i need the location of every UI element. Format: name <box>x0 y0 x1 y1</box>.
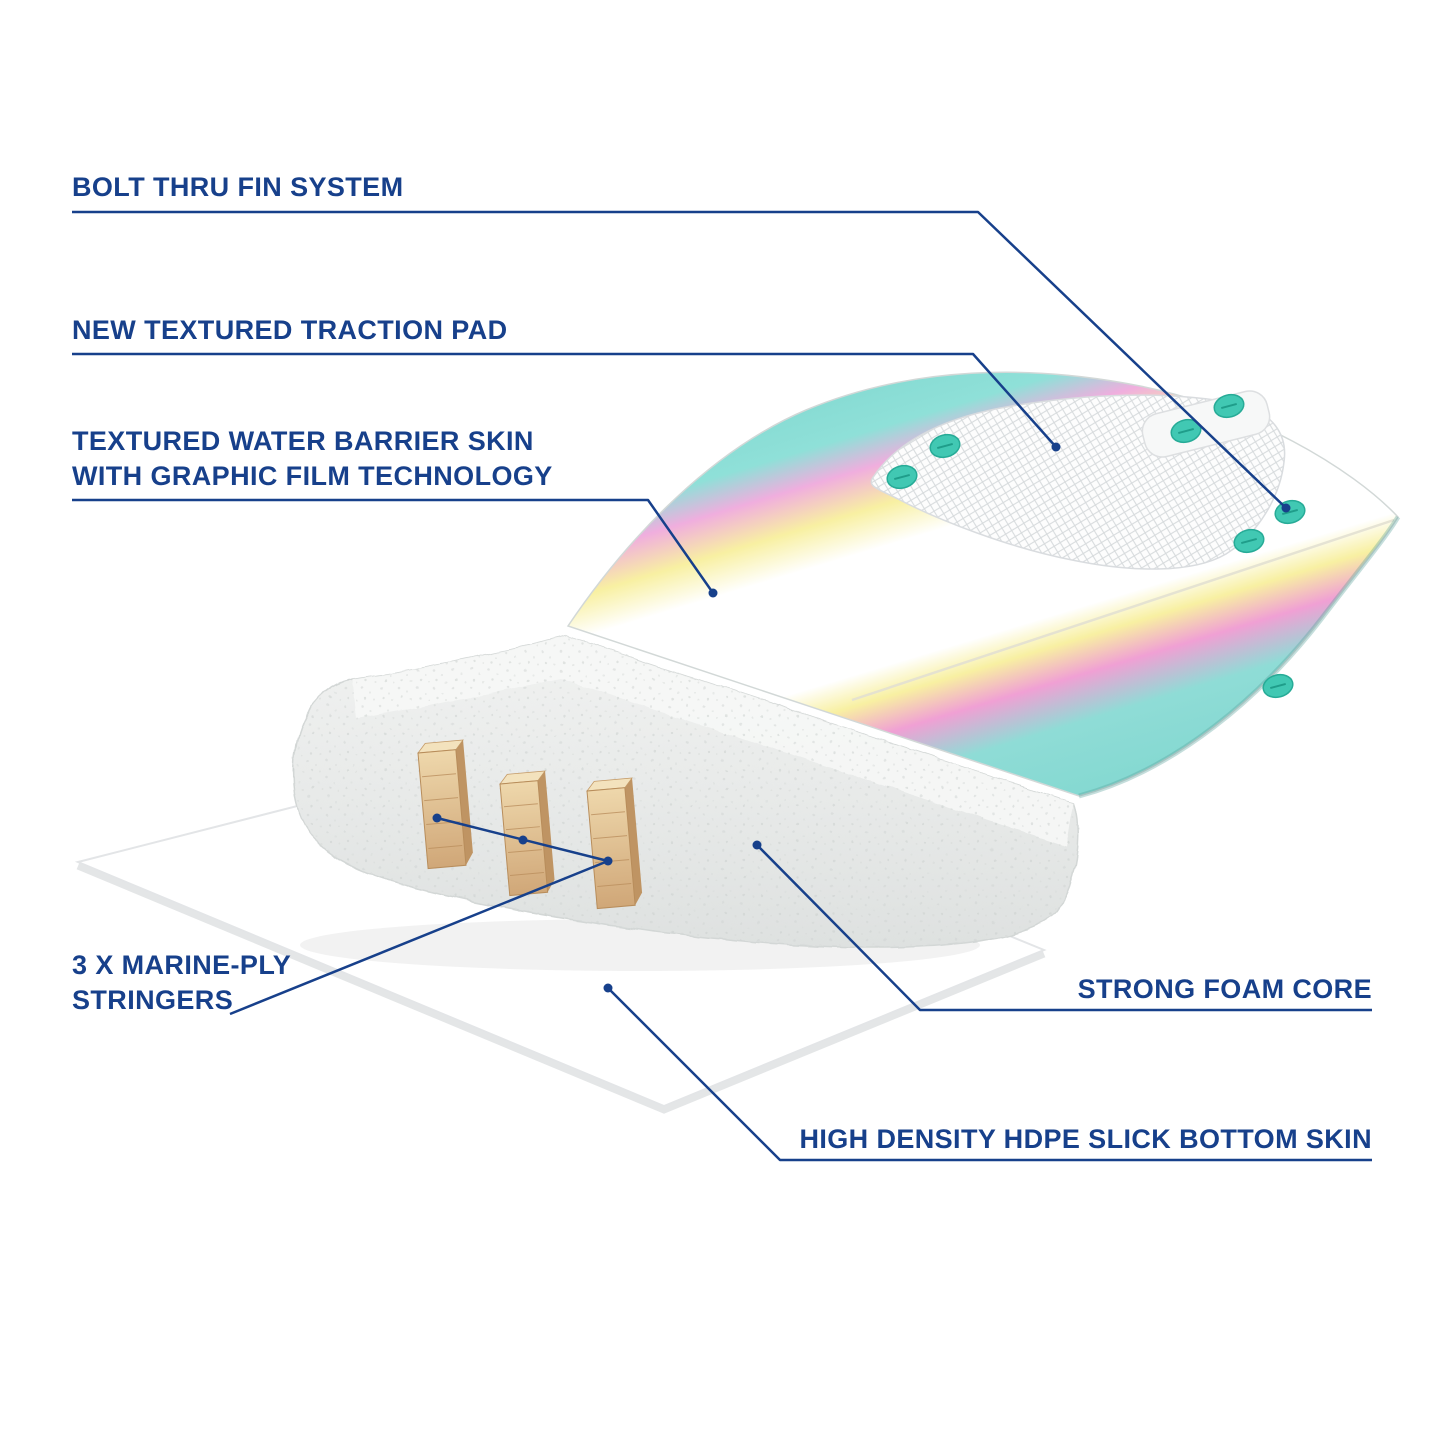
leader-fin-system <box>72 210 1287 509</box>
fin-bolt-dot <box>929 433 961 459</box>
fin-bolt-dot <box>1262 673 1294 699</box>
stringer-1 <box>417 739 473 870</box>
callout-label-bottom-skin: HIGH DENSITY HDPE SLICK BOTTOM SKIN <box>799 1124 1372 1154</box>
callout-label-water-barrier: TEXTURED WATER BARRIER SKIN WITH GRAPHIC… <box>72 424 553 494</box>
leader-foam-core <box>756 844 1372 1012</box>
callout-label-stringers-line2: STRINGERS <box>72 985 234 1016</box>
foam-core-texture <box>293 636 1079 948</box>
deck-top-skin <box>566 371 1401 799</box>
foam-core-shape <box>292 635 1079 949</box>
fin-bolt-dot <box>886 464 918 490</box>
fin-bolt-dot <box>1233 528 1265 554</box>
callout-label-water-barrier-line1: TEXTURED WATER BARRIER SKIN <box>72 426 534 456</box>
callout-label-water-barrier-line2: WITH GRAPHIC FILM TECHNOLOGY <box>72 461 553 492</box>
stringers <box>417 739 643 910</box>
callout-label-fin-system: BOLT THRU FIN SYSTEM <box>72 172 404 202</box>
near-rail-shade <box>1078 515 1401 799</box>
callout-label-stringers: 3 X MARINE-PLY STRINGERS <box>72 948 291 1018</box>
stringer-3 <box>586 777 643 910</box>
callout-label-traction-pad: NEW TEXTURED TRACTION PAD <box>72 315 508 345</box>
leader-bottom-skin <box>607 987 1372 1162</box>
callout-lines <box>72 210 1372 1162</box>
leader-water-barrier <box>72 498 715 594</box>
callout-label-foam-core: STRONG FOAM CORE <box>1077 974 1372 1004</box>
fin-bolt-dot <box>1213 393 1245 419</box>
callout-label-stringers-line1: 3 X MARINE-PLY <box>72 950 292 980</box>
deck-center-seam <box>851 518 1395 702</box>
leader-end-dots <box>432 442 1291 993</box>
leader-traction-pad <box>72 352 1057 448</box>
